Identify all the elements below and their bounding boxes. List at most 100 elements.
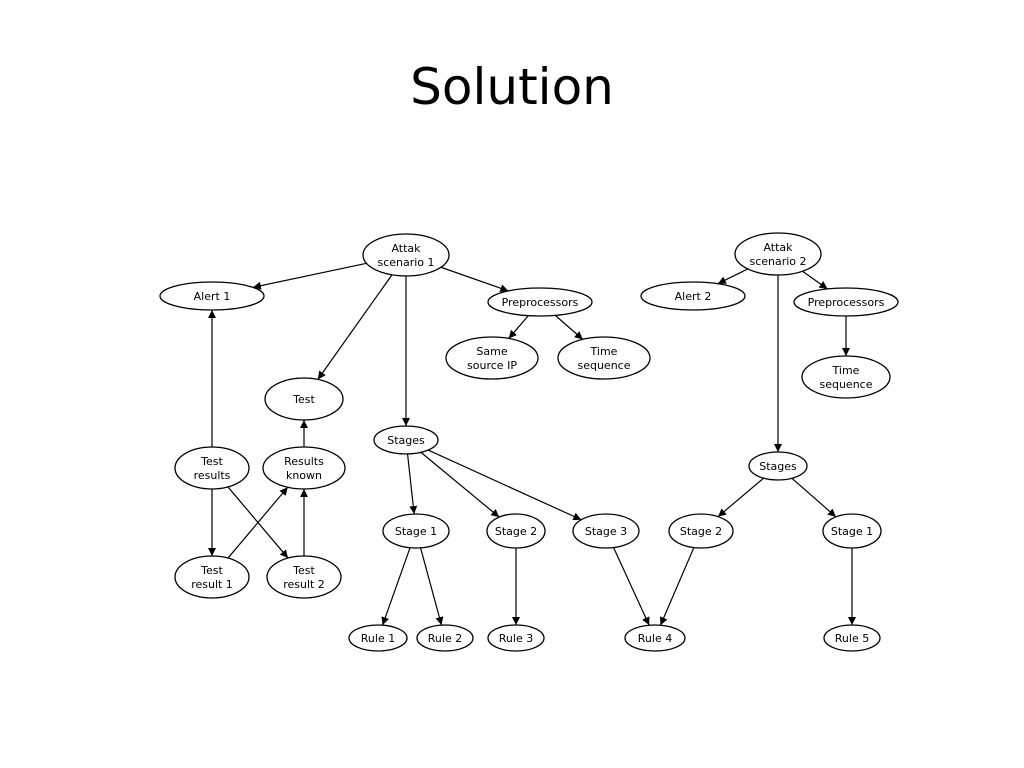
node-label: Attak [763,241,793,254]
node-ellipse [487,624,545,652]
node-label: sequence [819,378,872,391]
node-pre2: Preprocessors [793,287,899,317]
node-ellipse [748,451,808,481]
node-ellipse [382,513,450,549]
node-alert1: Alert 1 [159,281,265,311]
node-rule2: Rule 2 [416,624,474,652]
node-label: Results [284,455,324,468]
node-label: results [194,469,231,482]
node-label: result 1 [191,578,233,591]
node-ellipse [264,377,344,421]
edge-stages2-to-s2stage2 [717,477,764,518]
node-ellipse [266,555,342,599]
edge-s2stage2-to-rule4 [659,547,695,626]
node-ellipse [486,513,546,549]
edge-attak2-to-pre2 [802,270,828,290]
node-label: Rule 1 [361,632,395,645]
node-ellipse [823,624,881,652]
node-label: Alert 2 [675,290,712,303]
edge-s1stage1-to-rule1 [381,547,411,626]
edge-s1stage1-to-rule2 [419,547,444,626]
node-label: Same [476,345,507,358]
node-s2stage2: Stage 2 [668,513,734,549]
edge-attak1-to-pre1 [440,266,509,293]
node-ellipse [348,624,408,652]
node-ellipse [668,513,734,549]
node-ellipse [557,336,651,380]
node-rule1: Rule 1 [348,624,408,652]
node-rule5: Rule 5 [823,624,881,652]
node-label: Attak [391,242,421,255]
node-label: Rule 3 [499,632,533,645]
node-label: Test [292,393,315,406]
node-label: Test [292,564,315,577]
node-label: sequence [577,359,630,372]
node-s2stage1: Stage 1 [822,513,882,549]
edge-stages1-to-s1stage1 [406,453,418,515]
node-label: Stage 1 [395,525,437,538]
node-label: Stages [759,460,797,473]
node-label: Test [200,455,223,468]
node-label: Stage 2 [495,525,537,538]
node-label: Rule 4 [638,632,672,645]
slide-title: Solution [410,58,614,116]
edge-pre1-to-same_ip [508,315,529,339]
node-label: source IP [467,359,517,372]
node-stages2: Stages [748,451,808,481]
node-ellipse [487,287,593,317]
node-alert2: Alert 2 [640,281,746,311]
node-label: Rule 5 [835,632,869,645]
node-stages1: Stages [373,425,439,455]
node-label: Alert 1 [194,290,231,303]
edge-stages1-to-s1stage2 [420,451,500,518]
node-label: Time [832,364,860,377]
node-ellipse [734,232,822,276]
node-rule4: Rule 4 [624,624,686,652]
edge-stages1-to-s1stage3 [427,449,582,521]
edge-testres1-to-resknown [227,486,289,559]
node-label: Time [590,345,618,358]
node-ellipse [445,336,539,380]
node-label: Test [200,564,223,577]
edge-pre1-to-timeseq1 [554,314,584,340]
node-label: scenario 2 [749,255,806,268]
node-label: Stage 3 [585,525,627,538]
edge-attak1-to-alert1 [252,262,367,290]
edge-s1stage3-to-rule4 [613,547,650,626]
node-s1stage3: Stage 3 [572,513,640,549]
node-label: Preprocessors [502,296,579,309]
node-ellipse [373,425,439,455]
node-label: Stage 1 [831,525,873,538]
node-rule3: Rule 3 [487,624,545,652]
node-ellipse [262,446,346,490]
node-ellipse [572,513,640,549]
edge-attak2-to-alert2 [717,268,749,285]
node-label: Preprocessors [808,296,885,309]
node-test: Test [264,377,344,421]
node-label: result 2 [283,578,325,591]
edge-attak1-to-test [317,274,393,380]
node-label: Rule 2 [428,632,462,645]
node-ellipse [822,513,882,549]
node-ellipse [362,233,450,277]
node-ellipse [174,446,250,490]
node-ellipse [801,355,891,399]
node-label: known [286,469,322,482]
node-pre1: Preprocessors [487,287,593,317]
node-label: Stage 2 [680,525,722,538]
node-ellipse [416,624,474,652]
node-label: scenario 1 [377,256,434,269]
edge-layer [208,262,856,626]
node-s1stage1: Stage 1 [382,513,450,549]
